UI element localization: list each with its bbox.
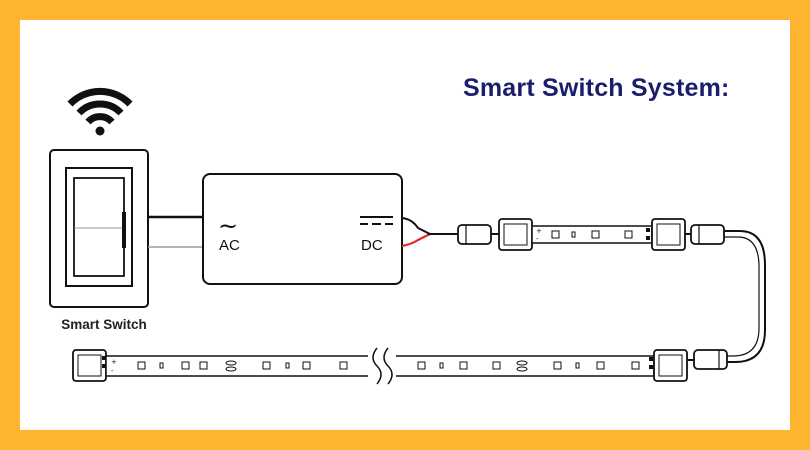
upper-led-strip: + - (498, 218, 686, 251)
svg-text:-: - (536, 235, 539, 243)
power-supply: ~ AC DC (202, 173, 403, 285)
svg-text:+: + (536, 227, 542, 235)
extension-cable (724, 230, 766, 363)
smart-switch-device (49, 149, 149, 308)
strip-plug-connector-upper (685, 224, 725, 245)
dc-output-wires (401, 217, 460, 248)
ac-symbol: ~ (218, 212, 238, 240)
strip-plug-connector-lower (686, 349, 728, 370)
lower-led-strip: + - (72, 347, 688, 385)
extension-cable-inner (724, 236, 760, 357)
dc-label: DC (361, 237, 383, 254)
dc-plug-connector (457, 224, 500, 245)
ac-label: AC (219, 237, 240, 254)
ac-input-wires (148, 215, 203, 248)
svg-text:-: - (111, 367, 114, 375)
diagram-title: Smart Switch System: (463, 74, 730, 102)
smart-switch-label: Smart Switch (61, 317, 147, 332)
wifi-icon (67, 87, 133, 136)
dc-symbol (360, 216, 393, 225)
svg-text:+: + (111, 358, 117, 366)
